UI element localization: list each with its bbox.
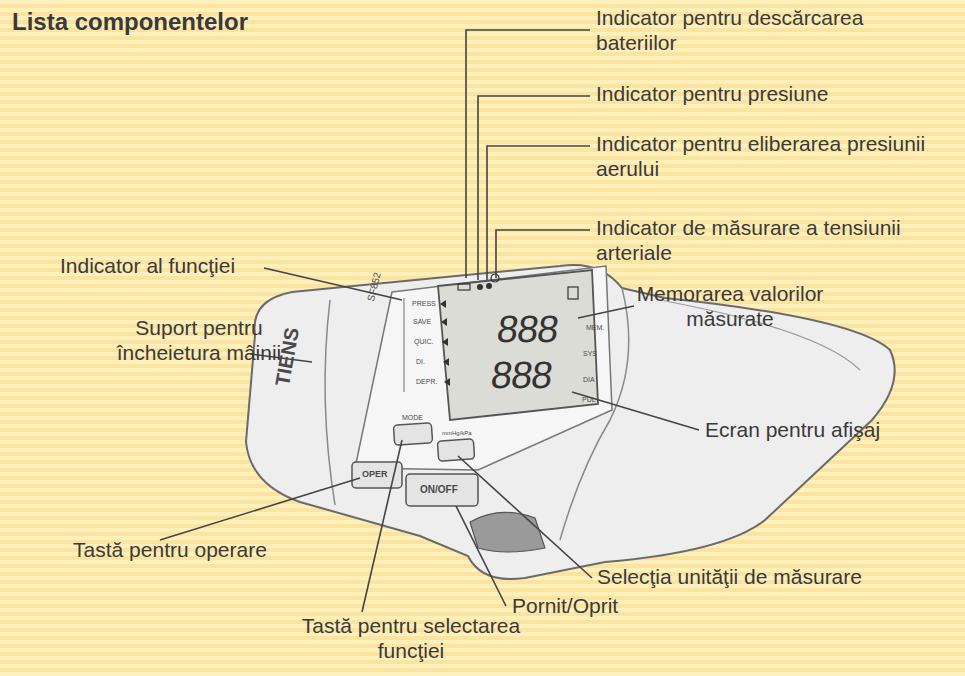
leader-line: [458, 456, 592, 578]
device-marking: MEM.: [586, 324, 604, 331]
function-column: [403, 298, 404, 392]
leader-line: [456, 506, 506, 606]
callout-label: Ecran pentru afişaj: [705, 418, 960, 443]
callout-label: Indicator pentru presiune: [596, 82, 956, 107]
device-marking: mmHg/kPa: [442, 430, 472, 436]
device-marking: PUL: [582, 396, 596, 403]
device-marking: QUIC.: [414, 338, 433, 345]
onoff-button: [406, 474, 478, 506]
device-marking: 888: [489, 356, 555, 394]
device-marking: OPER: [362, 470, 388, 479]
callout-label: Memorarea valorilor măsurate: [630, 282, 830, 332]
function-pointers: [440, 300, 450, 386]
cuff-slot: [470, 512, 545, 552]
front-panel: [355, 266, 612, 470]
unit-button: [437, 439, 474, 461]
heart-icon: [491, 274, 499, 282]
callout-label: Suport pentru încheietura mâinii: [96, 316, 302, 366]
device-marking: MODE: [402, 414, 423, 421]
leader-line: [362, 440, 402, 612]
cuff-edge: [325, 300, 335, 505]
pressure-icon: [477, 284, 483, 290]
device-marking: DEPR.: [416, 378, 437, 385]
callout-label: Indicator de măsurare a tensiunii arteri…: [596, 216, 936, 266]
heading: Lista componentelor: [12, 8, 248, 36]
device-marking: DIA: [583, 376, 595, 383]
callout-label: Tastă pentru operare: [70, 538, 270, 563]
leader-line: [478, 96, 590, 280]
callout-label: Pornit/Oprit: [512, 594, 672, 619]
callout-label: Selecţia unităţii de măsurare: [597, 565, 959, 590]
leader-line: [496, 230, 590, 278]
device-marking: 888: [495, 310, 561, 348]
release-icon: [486, 283, 492, 289]
leader-line: [578, 306, 634, 318]
leader-line: [487, 146, 590, 280]
mode-button: [393, 423, 432, 446]
device-marking: PRESS: [412, 300, 436, 307]
leader-line: [572, 392, 699, 430]
memory-icon: [568, 287, 578, 299]
device-marking: DI.: [416, 358, 425, 365]
display-screen: [438, 270, 598, 420]
callout-label: Indicator pentru descărcarea bateriilor: [596, 6, 926, 56]
battery-icon: [458, 284, 470, 290]
leader-line: [466, 30, 590, 278]
callout-label: Indicator al funcţiei: [60, 254, 270, 279]
callout-label: Indicator pentru eliberarea presiunii ae…: [596, 132, 956, 182]
device-marking: SYS: [583, 350, 597, 357]
device-marking: SAVE: [413, 318, 431, 325]
leader-line: [160, 478, 360, 540]
callout-label: Tastă pentru selectarea funcţiei: [276, 614, 546, 664]
device-marking: ON/OFF: [420, 485, 458, 495]
